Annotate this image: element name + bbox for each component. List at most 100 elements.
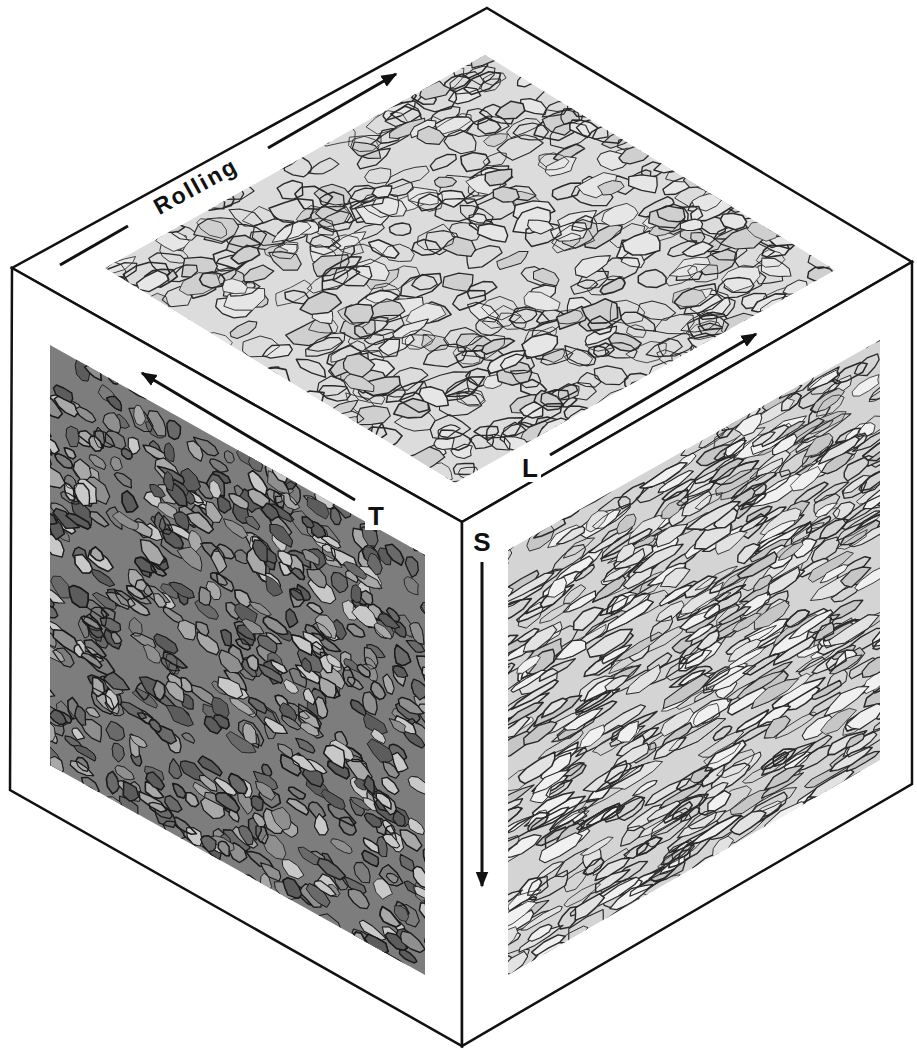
grain-boundary <box>269 252 302 271</box>
grain-boundary <box>318 858 346 880</box>
grain-boundary <box>25 318 51 338</box>
grain-boundary <box>167 420 181 439</box>
grain-boundary <box>287 798 309 815</box>
grain-boundary <box>365 934 388 953</box>
grain-boundary <box>481 296 518 320</box>
grain-boundary <box>187 333 233 359</box>
grain-boundary <box>343 666 355 686</box>
grain-boundary <box>786 295 812 310</box>
grain-boundary <box>146 772 164 790</box>
grain-boundary <box>300 723 319 736</box>
grain-boundary <box>426 926 442 942</box>
grain-boundary <box>211 551 227 573</box>
grain-boundary <box>524 292 560 311</box>
grain-boundary <box>38 511 58 524</box>
grain-boundary <box>395 645 411 666</box>
grain-boundary <box>190 851 203 868</box>
grain-boundary <box>747 222 778 242</box>
grain-boundary <box>413 866 426 887</box>
grain-boundary <box>389 87 416 103</box>
grain-boundary <box>182 733 195 744</box>
grain-boundary <box>143 445 166 460</box>
grain-boundary <box>327 654 341 667</box>
grain-boundary <box>400 950 417 963</box>
grain-boundary <box>164 471 174 490</box>
grain-boundary <box>320 192 346 211</box>
grain-boundary <box>881 617 912 637</box>
grain-boundary <box>383 834 400 848</box>
grain-boundary <box>274 491 284 508</box>
grain-boundary <box>687 414 715 434</box>
grain-boundary <box>64 448 75 459</box>
grain-boundary <box>315 697 327 718</box>
grain-boundary <box>364 329 396 345</box>
grain-boundary <box>548 577 567 597</box>
grain-boundary <box>121 702 147 719</box>
grain-boundary <box>457 391 485 406</box>
grain-boundary <box>365 339 399 357</box>
grain-boundary <box>485 984 513 1000</box>
grain-boundary <box>106 721 125 740</box>
grain-boundary <box>333 501 352 518</box>
grain-boundary <box>500 927 518 948</box>
grain-boundary <box>576 692 611 712</box>
grain-boundary <box>75 706 86 725</box>
grain-boundary <box>231 245 260 264</box>
grain-boundary <box>453 463 474 474</box>
grain-boundary <box>445 377 479 400</box>
grain-boundary <box>519 925 563 952</box>
grain-boundary <box>412 534 425 550</box>
grain-boundary <box>82 778 100 795</box>
grain-boundary <box>607 899 644 925</box>
grain-boundary <box>686 159 720 178</box>
grain-boundary <box>229 774 248 794</box>
grain-boundary <box>343 354 374 377</box>
grain-boundary <box>34 430 59 454</box>
grain-boundary <box>218 841 229 856</box>
grain-boundary <box>238 826 253 845</box>
grain-boundary <box>291 635 312 656</box>
grain-boundary <box>580 837 613 855</box>
grain-boundary <box>290 589 304 600</box>
grain-boundary <box>594 366 628 385</box>
grain-boundary <box>50 756 64 775</box>
grain-boundary <box>177 547 202 572</box>
grain-boundary <box>296 359 325 377</box>
grain-boundary <box>306 130 329 147</box>
grain-boundary <box>351 585 361 603</box>
grain-boundary <box>38 453 51 469</box>
grain-boundary <box>21 334 42 361</box>
grain-boundary <box>76 757 89 771</box>
grain-boundary <box>399 66 433 88</box>
grain-boundary <box>432 718 453 738</box>
grain-boundary <box>604 116 645 137</box>
grain-boundary <box>310 235 341 255</box>
grain-boundary <box>480 799 523 823</box>
grain-boundary <box>307 569 327 588</box>
grain-boundary <box>374 623 391 639</box>
grain-boundary <box>385 544 404 565</box>
grain-boundary <box>692 194 722 211</box>
grain-boundary <box>122 491 138 512</box>
grain-boundary <box>627 325 647 338</box>
grain-boundary <box>30 394 42 405</box>
grain-boundary <box>306 924 321 941</box>
grain-boundary <box>92 688 115 714</box>
grain-boundary <box>610 300 644 324</box>
grain-boundary <box>143 645 161 664</box>
grain-boundary <box>187 441 203 461</box>
grain-boundary <box>366 111 408 135</box>
grain-boundary <box>761 295 800 317</box>
grain-boundary <box>521 99 547 115</box>
grain-boundary <box>256 825 268 844</box>
grain-boundary <box>284 157 312 177</box>
grain-boundary <box>324 745 345 768</box>
grain-boundary <box>66 513 91 529</box>
grain-boundary <box>386 166 430 189</box>
grain-boundary <box>347 624 365 637</box>
grain-boundary <box>482 306 521 329</box>
grain-boundary <box>129 617 142 636</box>
grain-boundary <box>605 343 637 358</box>
grain-boundary <box>541 390 569 407</box>
grain-boundary <box>532 495 578 528</box>
